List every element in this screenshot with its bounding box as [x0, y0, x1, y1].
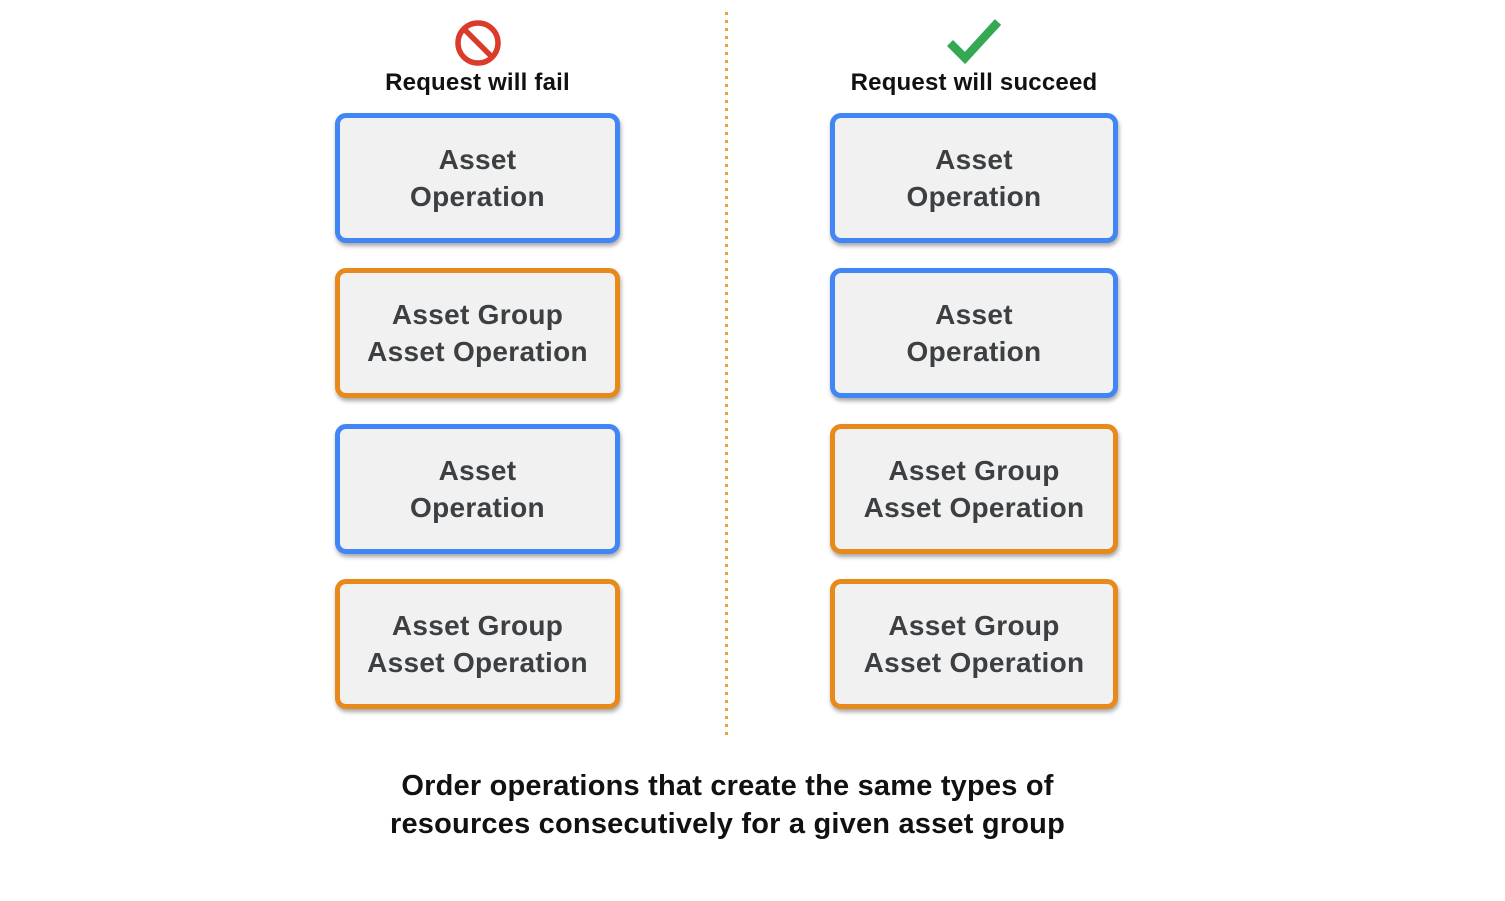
succeed-box-asset-group-asset-operation-2: Asset Group Asset Operation — [830, 579, 1118, 709]
succeed-box-asset-operation-2: Asset Operation — [830, 268, 1118, 398]
fail-column-title: Request will fail — [385, 69, 570, 96]
succeed-icon-wrap — [830, 16, 1118, 66]
succeed-box-asset-group-asset-operation-1: Asset Group Asset Operation — [830, 424, 1118, 554]
box-label: Asset Group Asset Operation — [863, 455, 1085, 523]
box-label: Asset Group Asset Operation — [863, 610, 1085, 678]
fail-column: Request will fail Asset Operation Asset … — [335, 0, 620, 760]
succeed-column: Request will succeed Asset Operation Ass… — [830, 0, 1118, 760]
box-label: Asset Group Asset Operation — [367, 299, 588, 367]
fail-box-asset-operation-1: Asset Operation — [335, 113, 620, 243]
box-label: Asset Operation — [906, 144, 1042, 212]
caption-line-2: resources consecutively for a given asse… — [389, 808, 1066, 840]
succeed-box-asset-operation-1: Asset Operation — [830, 113, 1118, 243]
fail-icon-wrap — [335, 20, 620, 66]
box-label: Asset Group Asset Operation — [367, 610, 588, 678]
fail-box-asset-group-asset-operation-2: Asset Group Asset Operation — [335, 579, 620, 709]
box-label: Asset Operation — [410, 455, 545, 523]
column-divider-dotted-line — [725, 12, 728, 740]
fail-box-asset-operation-2: Asset Operation — [335, 424, 620, 554]
prohibited-icon — [454, 20, 501, 66]
box-label: Asset Operation — [906, 299, 1042, 367]
fail-box-asset-group-asset-operation-1: Asset Group Asset Operation — [335, 268, 620, 398]
checkmark-icon — [946, 19, 1002, 65]
caption-line-1: Order operations that create the same ty… — [401, 770, 1054, 802]
box-label: Asset Operation — [410, 144, 545, 212]
diagram-caption: Order operations that create the same ty… — [0, 767, 1455, 843]
succeed-column-title: Request will succeed — [850, 69, 1098, 96]
